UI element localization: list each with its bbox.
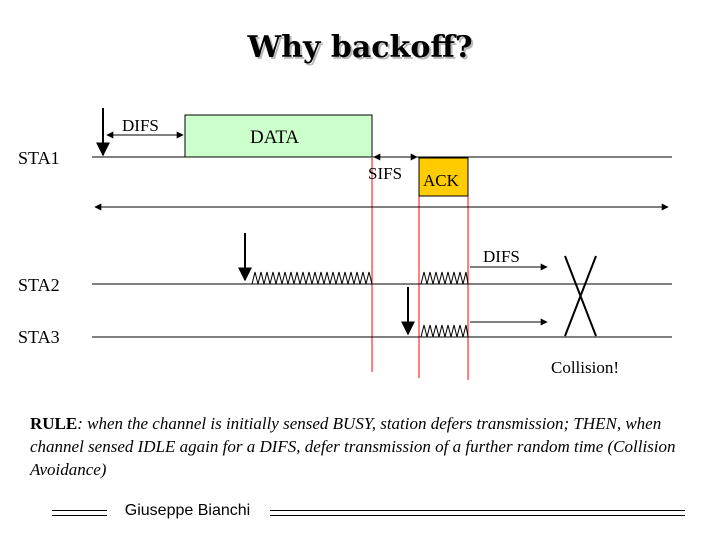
ack-frame (418, 157, 469, 197)
footer-rule-right (270, 510, 685, 516)
data-frame (184, 114, 373, 158)
sta3-ack-zigzag (420, 324, 469, 338)
rule-label: RULE (30, 414, 78, 433)
footer-author: Giuseppe Bianchi (124, 502, 251, 519)
slide-title: Why backoff? (247, 30, 473, 65)
sta3-label: STA3 (18, 327, 60, 347)
rule-text: : when the channel is initially sensed B… (30, 414, 676, 479)
sta1-label: STA1 (18, 148, 60, 168)
sta2-deferral-zigzag (251, 271, 373, 285)
sta2-difs-label: DIFS (483, 247, 520, 266)
ack-frame-label: ACK (423, 171, 460, 190)
collision-cross-icon (564, 255, 597, 337)
sta1-difs-label: DIFS (122, 116, 159, 135)
sifs-label: SIFS (368, 164, 402, 183)
sta2-label: STA2 (18, 275, 60, 295)
data-frame-label: DATA (250, 127, 299, 148)
sta2-ack-zigzag (420, 271, 469, 285)
collision-label: Collision! (551, 358, 619, 377)
footer-rule-left (52, 510, 107, 516)
rule-paragraph: RULE: when the channel is initially sens… (30, 412, 695, 481)
